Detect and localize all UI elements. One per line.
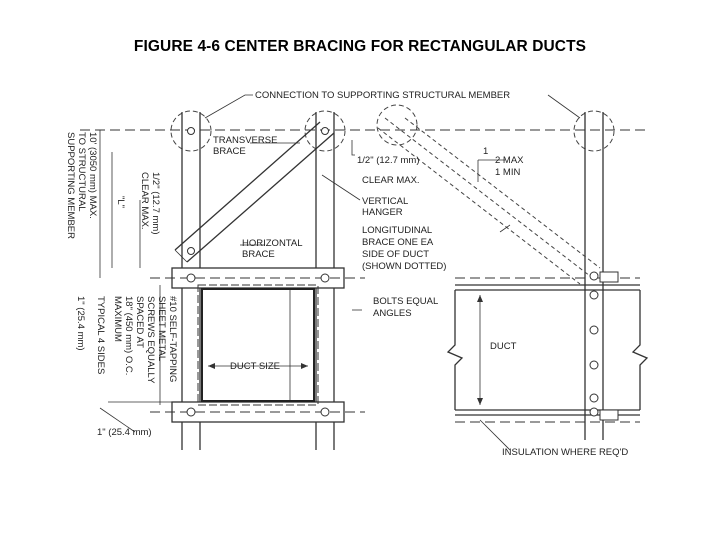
max-dist-label-2: TO STRUCTURAL (76, 132, 87, 212)
longitudinal-brace (377, 117, 601, 285)
clear-label-1: 1/2" (12.7 mm) (357, 155, 420, 166)
clear-label-2: CLEAR MAX. (362, 175, 420, 186)
left-dimensions (99, 130, 172, 405)
duct-size-dimension (208, 290, 308, 400)
longitudinal-bolts (589, 271, 599, 417)
duct-size-label: DUCT SIZE (230, 361, 280, 372)
bolts-label-1: BOLTS EQUAL (373, 296, 438, 307)
screws-label-5: 18" (450 mm) O.C. (123, 296, 134, 375)
connection-circle-center (304, 110, 346, 152)
insulation-label: INSULATION WHERE REQ'D (502, 447, 628, 458)
slope-label-2: 2 MAX (495, 155, 524, 166)
slope-label-3: 1 MIN (495, 167, 520, 178)
figure-title: FIGURE 4-6 CENTER BRACING FOR RECTANGULA… (133, 38, 587, 55)
longitudinal-label-2: BRACE ONE EA (362, 237, 434, 248)
max-dist-label-3: SUPPORTING MEMBER (65, 132, 76, 239)
transverse-label-1: TRANSVERSE (213, 135, 277, 146)
typical-label-2: TYPICAL 4 SIDES (95, 296, 106, 374)
connection-circle-longitudinal (376, 104, 418, 146)
leader-lines (99, 94, 581, 451)
vertical-label-1: VERTICAL (362, 196, 408, 207)
max-dist-label-1: 10' (3050 mm) MAX. (87, 132, 98, 219)
typical-label-1: 1" (25.4 mm) (75, 296, 86, 351)
transverse-label-2: BRACE (213, 146, 246, 157)
rot-clear-label-1: 1/2" (12.7 mm) (150, 172, 161, 235)
horizontal-label-2: BRACE (242, 249, 275, 260)
connection-circle-right (573, 110, 615, 152)
rot-clear-label-2: CLEAR MAX. (139, 172, 150, 230)
slope-indicator (477, 159, 505, 182)
bolts-label-2: ANGLES (373, 308, 412, 319)
connection-circle-left (170, 110, 212, 152)
longitudinal-label-4: (SHOWN DOTTED) (362, 261, 446, 272)
longitudinal-duct (446, 271, 649, 423)
l-dimension-label: "L" (115, 196, 126, 208)
screws-label-2: SHEET METAL (156, 296, 167, 361)
slope-label-1: 1 (483, 146, 488, 157)
screws-label-3: SCREWS EQUALLY (145, 296, 156, 384)
duct-label: DUCT (490, 341, 517, 352)
screws-label-4: SPACED AT (134, 296, 145, 348)
longitudinal-label-1: LONGITUDINAL (362, 225, 432, 236)
horizontal-label-1: HORIZONTAL (242, 238, 303, 249)
section-bolts (186, 127, 330, 417)
longitudinal-label-3: SIDE OF DUCT (362, 249, 429, 260)
screws-label-1: #10 SELF-TAPPING (167, 296, 178, 382)
vertical-label-2: HANGER (362, 207, 403, 218)
top-angle (150, 267, 365, 289)
duct-height-dimension (477, 295, 483, 405)
screws-label-6: MAXIMUM (112, 296, 123, 342)
one-inch-label: 1" (25.4 mm) (97, 427, 152, 438)
duct-section (197, 284, 319, 406)
connection-label: CONNECTION TO SUPPORTING STRUCTURAL MEMB… (255, 90, 510, 101)
